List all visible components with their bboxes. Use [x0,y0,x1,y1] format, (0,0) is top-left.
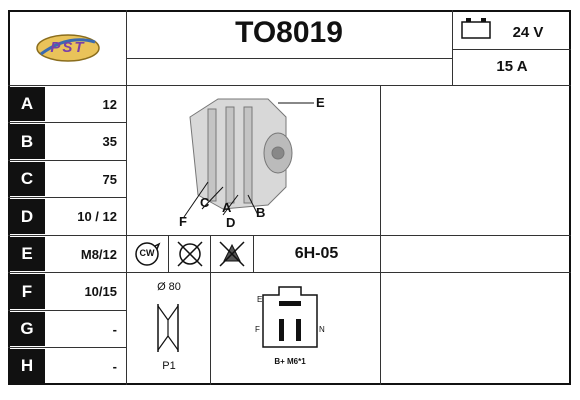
pulley-divider [210,272,211,385]
row-letter-b: B [9,124,45,159]
brand-logo: PST [35,30,101,66]
title-divider [452,10,453,85]
header-bottom-line [8,85,571,86]
row-value-a: 12 [102,96,117,112]
row-letter-g: G [9,312,45,346]
rotation-text: CW [139,248,155,258]
icon-divider-1 [168,235,169,272]
spec-subline [452,49,571,50]
voltage-value: 24 V [512,24,544,41]
row-value-f: 10/15 [84,284,117,299]
row-value-e: M8/12 [80,246,117,262]
battery-icon [460,16,492,40]
icon-divider-3 [253,235,254,272]
row-value-g: - [112,321,117,337]
no-regulator-icon [174,239,206,269]
pulley-diameter: Ø 80 [157,281,181,293]
row-value-c: 75 [102,171,117,187]
amperage-value: 15 A [496,58,528,75]
product-code: 6H-05 [294,245,339,262]
row-divider-ef [8,272,571,273]
row-divider-ab [8,122,126,123]
label-a: A [222,200,232,215]
row-letter-h: H [9,349,45,383]
label-e: E [316,95,325,110]
alternator-diagram: E C A B F D [128,87,378,233]
row-letter-d: D [9,199,45,234]
rotation-cw-icon: CW [132,240,162,268]
row-divider-cd [8,197,126,198]
row-divider-de [8,235,571,236]
connector-label-f: F [255,325,260,334]
pulley-type: P1 [162,360,176,372]
connector-label-b: B+ M6*1 [274,357,306,366]
connector-label-e: E [257,295,263,304]
row-letter-f: F [9,274,45,309]
connector-diagram: E F N [255,285,325,355]
label-b: B [256,205,266,220]
row-value-b: 35 [102,134,117,149]
logo-divider [126,10,127,85]
row-divider-gh [8,347,126,348]
row-divider-bc [8,160,126,161]
part-number: TO8019 [235,16,343,49]
row-letter-a: A [9,87,45,121]
title-subline [126,58,452,59]
row-value-d: 10 / 12 [77,209,117,224]
row-letter-c: C [9,162,45,196]
label-f: F [179,214,187,229]
row-letter-e: E [9,237,45,271]
logo-text: PST [50,39,86,56]
row-divider-fg [8,310,126,311]
pulley-icon [150,300,186,356]
no-fan-icon [216,239,248,269]
label-d: D [226,215,236,230]
icon-divider-2 [210,235,211,272]
row-value-h: - [112,358,117,374]
connector-label-n: N [319,325,325,334]
label-c: C [200,195,210,210]
